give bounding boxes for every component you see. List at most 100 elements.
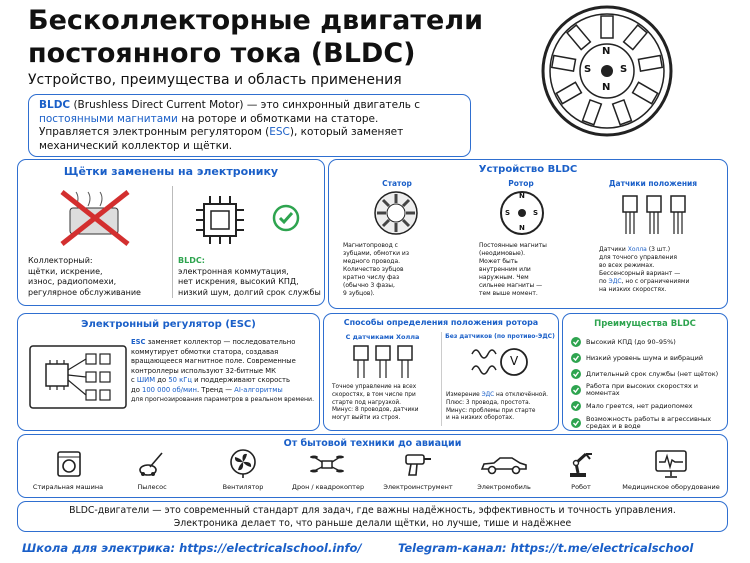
app-label: Робот <box>571 483 591 491</box>
footer-telegram-link[interactable]: Telegram-канал: https://t.me/electricals… <box>398 541 694 555</box>
sensors-desc-4: Бессенсорный вариант — <box>599 270 681 277</box>
bldc-desc-head: BLDC: <box>178 256 205 265</box>
app-label: Электромобиль <box>477 483 531 491</box>
footer-school-link[interactable]: Школа для электрика: https://electricals… <box>22 541 362 555</box>
app-label: Вентилятор <box>222 483 264 491</box>
esc-desc-5c: до <box>155 376 169 384</box>
advantage-text: Возможность работы в агрессивных средах … <box>586 415 712 430</box>
intro-esc: ESC <box>269 126 290 138</box>
page-subtitle: Устройство, преимущества и область приме… <box>28 72 402 88</box>
title-line-2: постоянного тока (BLDC) <box>28 38 416 69</box>
advantage-text: Высокий КПД (до 90–95%) <box>586 337 676 346</box>
conclusion-box: BLDC-двигатели — это современный стандар… <box>17 501 728 532</box>
rotor-desc-3: Может быть <box>479 258 518 265</box>
bldc-description: BLDC: электронная коммутация, нет искрен… <box>178 256 321 298</box>
advantages-list: Высокий КПД (до 90–95%) Низкий уровень ш… <box>571 334 725 432</box>
esc-title: Электронный регулятор (ESC) <box>81 319 256 330</box>
rotor-title: Ротор <box>508 179 534 188</box>
hall-desc-2: скоростях, в том числе при <box>332 391 416 398</box>
rotor-desc: Постоянные магниты (неодимовые). Может б… <box>479 242 547 298</box>
intro-text-3: Управляется электронным регулятором ( <box>39 126 270 138</box>
advantage-text: Работа при высоких скоростях и моментах <box>586 382 698 397</box>
brushed-desc-1: Коллекторный: <box>28 256 93 265</box>
sensors-desc-2: для точного управления <box>599 254 677 261</box>
advantages-title: Преимущества BLDC <box>594 319 696 329</box>
intro-text-3c: ), который заменяет <box>289 126 404 138</box>
rotor-desc-6: сильнее магниты — <box>479 282 543 289</box>
title-line-1: Бесколлекторные двигатели <box>28 5 484 36</box>
applications-box: От бытовой техники до авиации Стиральная… <box>17 434 728 498</box>
intro-magnets: постоянными магнитами <box>39 112 178 125</box>
sensors-desc-3: во всех режимах. <box>599 262 655 269</box>
sensors-desc-5c: , но с ограничениями <box>621 278 690 285</box>
hall-method-icon <box>353 345 413 378</box>
bemf-desc-1a: Измерение <box>446 392 482 398</box>
rotor-position-box: Способы определения положения ротора С д… <box>323 313 559 431</box>
sensors-desc-6: на низких скоростях. <box>599 286 667 293</box>
hall-desc-1: Точное управление на всех <box>332 384 417 390</box>
robot-arm-icon <box>570 452 592 477</box>
conclusion-line-2: Электроника делает то, что раньше делали… <box>173 518 572 529</box>
brushed-desc-4: регулярное обслуживание <box>28 287 141 297</box>
esc-desc-4: контроллеры используют 32-битные МК <box>131 366 276 375</box>
device-title: Устройство BLDC <box>478 164 578 175</box>
esc-box: Электронный регулятор (ESC) ESC заменяет… <box>17 313 320 431</box>
esc-desc-5e: и поддерживают скорость <box>192 376 290 384</box>
rotor-desc-1: Постоянные магниты <box>479 242 547 249</box>
esc-word: ESC <box>131 338 146 346</box>
applications-title: От бытовой техники до авиации <box>283 438 462 449</box>
rotor-position-divider <box>441 332 442 426</box>
rotor-desc-5: наружным. Чем <box>479 274 529 281</box>
esc-board-icon <box>29 345 127 409</box>
hall-desc-4: Минус: 8 проводов, датчики <box>332 407 419 414</box>
sensors-desc: Датчики Холла (3 шт.) для точного управл… <box>599 246 689 294</box>
brushes-box: Щётки заменены на электронику Коллекторн… <box>17 159 325 306</box>
app-label: Пылесос <box>137 483 167 491</box>
sensors-desc-5a: по <box>599 278 609 285</box>
hall-sensors-icon <box>622 195 686 234</box>
stator-desc-2: зубцами, обмотки из <box>343 250 410 257</box>
voltmeter-icon <box>471 348 528 376</box>
advantage-item: Длительный срок службы (нет щёток) <box>571 366 725 382</box>
bemf-desc-2: Плюс: 3 провода, простота. <box>446 399 531 406</box>
pole-s-right: S <box>620 64 628 75</box>
intro-text-1: (Brushless Direct Current Motor) — это с… <box>70 99 421 111</box>
check-icon <box>571 369 581 379</box>
app-label: Стиральная машина <box>32 483 104 491</box>
bldc-desc-3: нет искрения, высокий КПД, <box>178 277 299 286</box>
stator-icon <box>374 191 418 235</box>
esc-pwm: ШИМ <box>136 376 156 384</box>
esc-desc-7: для прогнозирования параметров в реально… <box>131 396 315 403</box>
vacuum-cleaner-icon <box>139 452 163 476</box>
electric-car-icon <box>480 457 527 475</box>
voltmeter-label: V <box>510 354 519 368</box>
brushed-motor-icon <box>60 190 130 246</box>
check-icon <box>571 337 581 347</box>
advantage-text: Длительный срок службы (нет щёток) <box>586 369 719 378</box>
intro-bldc: BLDC <box>39 99 71 111</box>
check-icon <box>571 385 581 395</box>
chip-icon <box>196 196 244 244</box>
pole-n-bottom: N <box>602 82 611 93</box>
medical-monitor-icon <box>655 450 687 478</box>
esc-desc-2: коммутирует обмотки статора, создавая <box>131 347 279 356</box>
rotor-desc-2: (неодимовые). <box>479 250 526 257</box>
check-icon <box>571 353 581 363</box>
advantages-box: Преимущества BLDC Высокий КПД (до 90–95%… <box>562 313 728 431</box>
power-tool-icon <box>405 454 431 476</box>
check-circle-icon <box>272 204 300 232</box>
pole-n-top: N <box>602 46 611 57</box>
brushed-description: Коллекторный: щётки, искрение, износ, ра… <box>28 256 141 298</box>
brushed-desc-3: износ, радиопомехи, <box>28 277 117 286</box>
sensors-desc-1c: (3 шт.) <box>646 246 671 253</box>
esc-rpm: 100 000 об/мин <box>142 385 197 394</box>
brushed-desc-2: щётки, искрение, <box>28 266 103 276</box>
rotor-icon <box>500 191 544 235</box>
bemf-desc-1c: на отключённой. <box>494 392 548 398</box>
hall-desc-5: могут выйти из строя. <box>332 415 401 422</box>
advantage-text: Низкий уровень шума и вибраций <box>586 353 704 362</box>
rotor-pole-n2: N <box>519 224 525 232</box>
intro-box: BLDC (Brushless Direct Current Motor) — … <box>28 94 471 157</box>
stator-desc: Магнитопровод с зубцами, обмотки из медн… <box>343 242 409 298</box>
esc-desc-6a: до <box>131 385 143 394</box>
